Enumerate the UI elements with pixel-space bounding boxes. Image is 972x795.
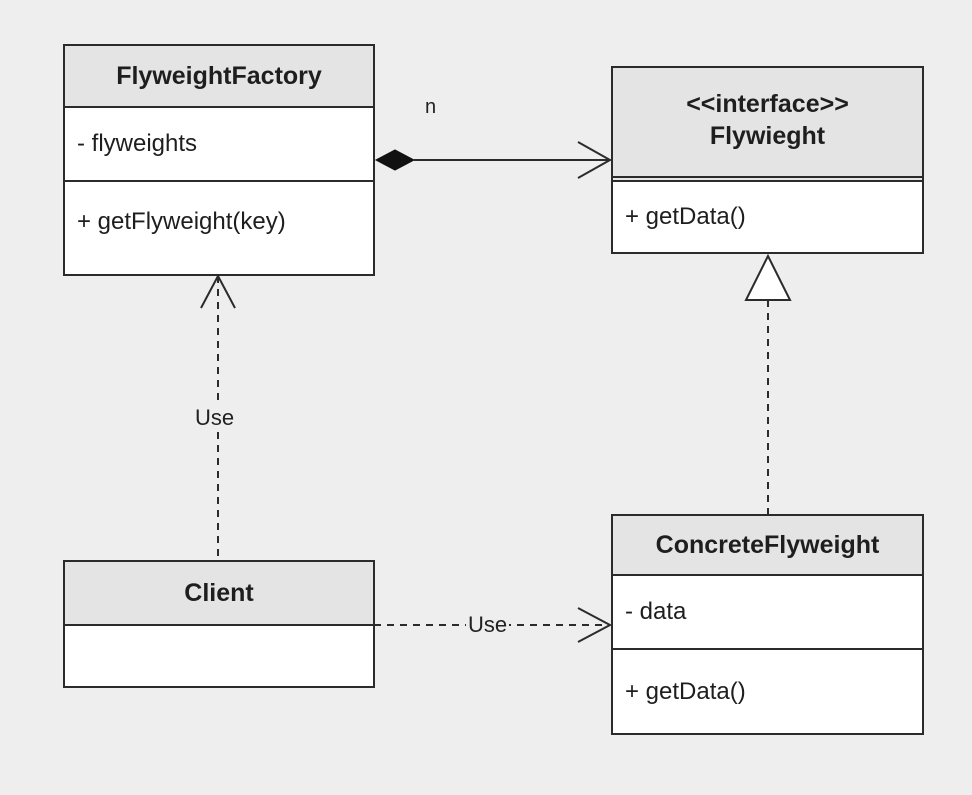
concrete-flyweight-class[interactable]: ConcreteFlyweight - data + getData() (611, 514, 924, 735)
composition-diamond (374, 149, 416, 171)
concrete-flyweight-attributes: - data (613, 576, 922, 650)
attribute-data: - data (625, 598, 687, 625)
concrete-flyweight-header: ConcreteFlyweight (613, 516, 922, 576)
realization-connector[interactable] (744, 253, 792, 514)
operation-get-data: + getData() (625, 203, 746, 230)
dependency-arrowhead-right (577, 607, 613, 643)
composition-multiplicity-label: n (425, 96, 437, 118)
flyweight-factory-attributes: - flyweights (65, 108, 373, 182)
concrete-flyweight-operations: + getData() (613, 650, 922, 733)
flyweight-interface-class[interactable]: <<interface>> Flywieght + getData() (611, 66, 924, 254)
operation-get-flyweight: + getFlyweight(key) (77, 208, 286, 235)
flyweight-interface-header: <<interface>> Flywieght (613, 68, 922, 182)
flyweight-factory-class[interactable]: FlyweightFactory - flyweights + getFlywe… (63, 44, 375, 276)
dependency-arrowhead-up (200, 273, 236, 309)
flyweight-interface-operations: + getData() (613, 182, 922, 252)
client-concrete-use-label: Use (466, 612, 510, 638)
client-factory-use-label: Use (193, 405, 237, 431)
operation-get-data-concrete: + getData() (625, 677, 746, 705)
client-name: Client (184, 579, 254, 607)
concrete-flyweight-name: ConcreteFlyweight (655, 531, 880, 559)
flyweight-factory-header: FlyweightFactory (65, 46, 373, 108)
attribute-flyweights: - flyweights (77, 130, 198, 157)
composition-arrowhead (577, 141, 613, 179)
client-header: Client (65, 562, 373, 626)
client-factory-dependency[interactable] (200, 273, 236, 560)
flyweight-factory-operations: + getFlyweight(key) (65, 182, 373, 274)
composition-connector[interactable] (374, 141, 613, 179)
realization-triangle (744, 253, 792, 301)
flyweight-interface-name: Flywieght (709, 122, 826, 150)
client-class[interactable]: Client (63, 560, 375, 688)
client-body (65, 626, 373, 686)
interface-stereotype: <<interface>> (686, 90, 849, 118)
flyweight-factory-name: FlyweightFactory (116, 62, 322, 90)
